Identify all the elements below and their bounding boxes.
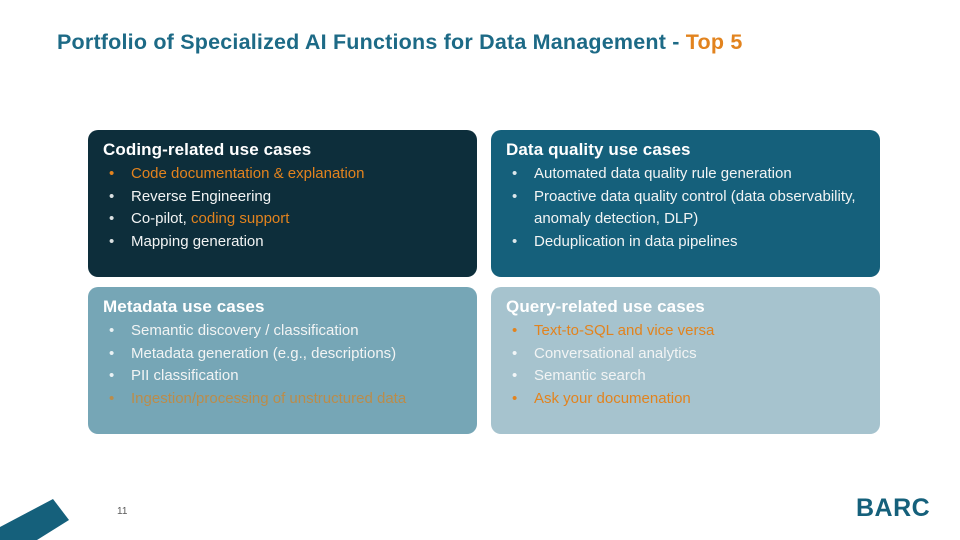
list-item-text: Code documentation & explanation: [131, 165, 365, 182]
list-item: • Semantic search: [505, 365, 866, 388]
list-item: • Automated data quality rule generation: [505, 163, 866, 186]
bullet-icon: •: [109, 232, 115, 250]
barc-logo: BARC: [856, 494, 931, 522]
corner-swoosh-shape: [0, 499, 69, 540]
bullet-icon: •: [512, 187, 518, 205]
box-data-quality: Data quality use cases • Automated data …: [491, 130, 880, 277]
box-title: Query-related use cases: [506, 297, 705, 316]
list-item: • Metadata generation (e.g., description…: [102, 343, 463, 366]
list-item-text: Metadata generation (e.g., descriptions): [131, 344, 397, 362]
bullet-icon: •: [512, 344, 518, 362]
bullet-icon: •: [109, 367, 115, 384]
page-number: 11: [117, 506, 128, 517]
bullet-icon: •: [109, 344, 115, 362]
box-title: Data quality use cases: [506, 140, 691, 159]
list-item-text: Mapping generation: [131, 232, 264, 250]
list-item-text: PII classification: [131, 367, 239, 384]
list-item-text: Text-to-SQL and vice versa: [534, 322, 715, 339]
bullet-list: • Semantic discovery / classification • …: [102, 320, 463, 410]
box-query-related: Query-related use cases • Text-to-SQL an…: [491, 287, 880, 434]
list-item: • Code documentation & explanation: [102, 163, 463, 186]
list-item: • Text-to-SQL and vice versa: [505, 320, 866, 343]
slide-title: Portfolio of Specialized AI Functions fo…: [57, 30, 743, 55]
slide-title-main: Portfolio of Specialized AI Functions fo…: [57, 30, 686, 54]
list-item: • Ask your documenation: [505, 388, 866, 411]
list-item-text: Proactive data quality control (data obs…: [534, 187, 856, 228]
box-title: Metadata use cases: [103, 297, 265, 316]
bullet-icon: •: [512, 389, 518, 407]
box-title: Coding-related use cases: [103, 140, 312, 159]
list-item: • PII classification: [102, 365, 463, 388]
slide-title-highlight: Top 5: [685, 30, 743, 54]
list-item: • Mapping generation: [102, 231, 463, 254]
list-item: • Semantic discovery / classification: [102, 320, 463, 343]
bullet-icon: •: [109, 187, 115, 205]
bullet-list: • Text-to-SQL and vice versa • Conversat…: [505, 320, 866, 410]
list-item-text: Semantic discovery / classification: [131, 322, 359, 339]
list-item-text: Ingestion/processing of unstructured dat…: [131, 389, 407, 407]
bullet-list: • Automated data quality rule generation…: [505, 163, 866, 253]
bullet-icon: •: [109, 210, 115, 227]
list-item-text: Semantic search: [534, 367, 646, 384]
list-item-text: coding support: [191, 210, 290, 227]
bullet-icon: •: [109, 389, 115, 407]
bullet-icon: •: [512, 232, 518, 250]
list-item: • Proactive data quality control (data o…: [505, 186, 866, 231]
list-item-text: Deduplication in data pipelines: [534, 232, 738, 250]
list-item-text: Reverse Engineering: [131, 187, 272, 205]
list-item-text: Ask your documenation: [534, 389, 691, 407]
list-item-text: Automated data quality rule generation: [534, 165, 792, 182]
list-item: • Deduplication in data pipelines: [505, 231, 866, 254]
list-item: • Reverse Engineering: [102, 186, 463, 209]
list-item: • Conversational analytics: [505, 343, 866, 366]
list-item-text: Co-pilot,: [131, 210, 192, 227]
bullet-list: • Code documentation & explanation • Rev…: [102, 163, 463, 253]
list-item: • Co-pilot, coding support: [102, 208, 463, 231]
bullet-icon: •: [109, 322, 115, 339]
bullet-icon: •: [512, 322, 518, 339]
bullet-icon: •: [512, 165, 518, 182]
bullet-icon: •: [512, 367, 518, 384]
box-metadata: Metadata use cases • Semantic discovery …: [88, 287, 477, 434]
list-item-text: Conversational analytics: [534, 344, 697, 362]
list-item: • Ingestion/processing of unstructured d…: [102, 388, 463, 411]
box-coding-related: Coding-related use cases • Code document…: [88, 130, 477, 277]
bullet-icon: •: [109, 165, 115, 182]
